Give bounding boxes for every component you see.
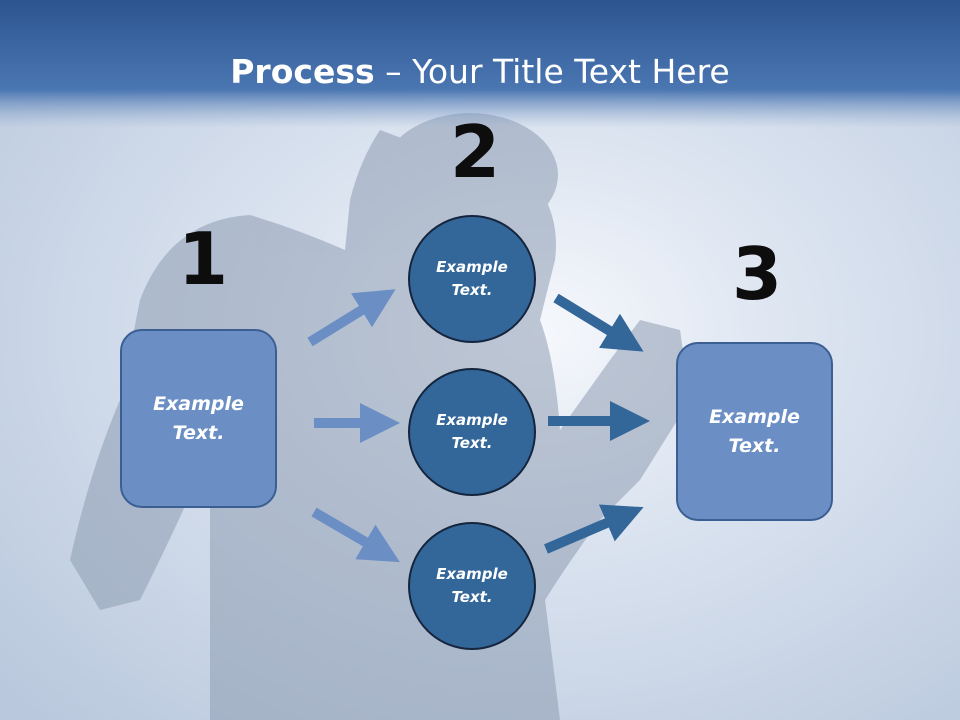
page-title: Process – Your Title Text Here <box>0 52 960 91</box>
step-number-3: 3 <box>732 232 783 316</box>
step-number-2: 2 <box>450 110 501 194</box>
process-box-left: Example Text. <box>120 329 277 508</box>
arrow-to-top-circle <box>307 289 396 347</box>
process-circle-bottom: Example Text. <box>408 522 536 650</box>
process-circle-bottom-label: Example Text. <box>436 564 508 606</box>
process-circle-middle: Example Text. <box>408 368 536 496</box>
process-circle-middle-label: Example Text. <box>436 410 508 452</box>
process-box-left-label: Example Text. <box>153 393 244 444</box>
arrow-to-bottom-circle <box>311 507 400 563</box>
title-rest: – Your Title Text Here <box>374 52 730 91</box>
arrow-from-top-circle <box>553 293 644 352</box>
process-box-right: Example Text. <box>676 342 833 521</box>
process-circle-top: Example Text. <box>408 215 536 343</box>
title-bold: Process <box>230 52 375 91</box>
step-number-1: 1 <box>178 217 229 301</box>
process-box-right-label: Example Text. <box>709 406 800 457</box>
arrow-from-bottom-circle <box>544 504 644 554</box>
process-circle-top-label: Example Text. <box>436 257 508 299</box>
